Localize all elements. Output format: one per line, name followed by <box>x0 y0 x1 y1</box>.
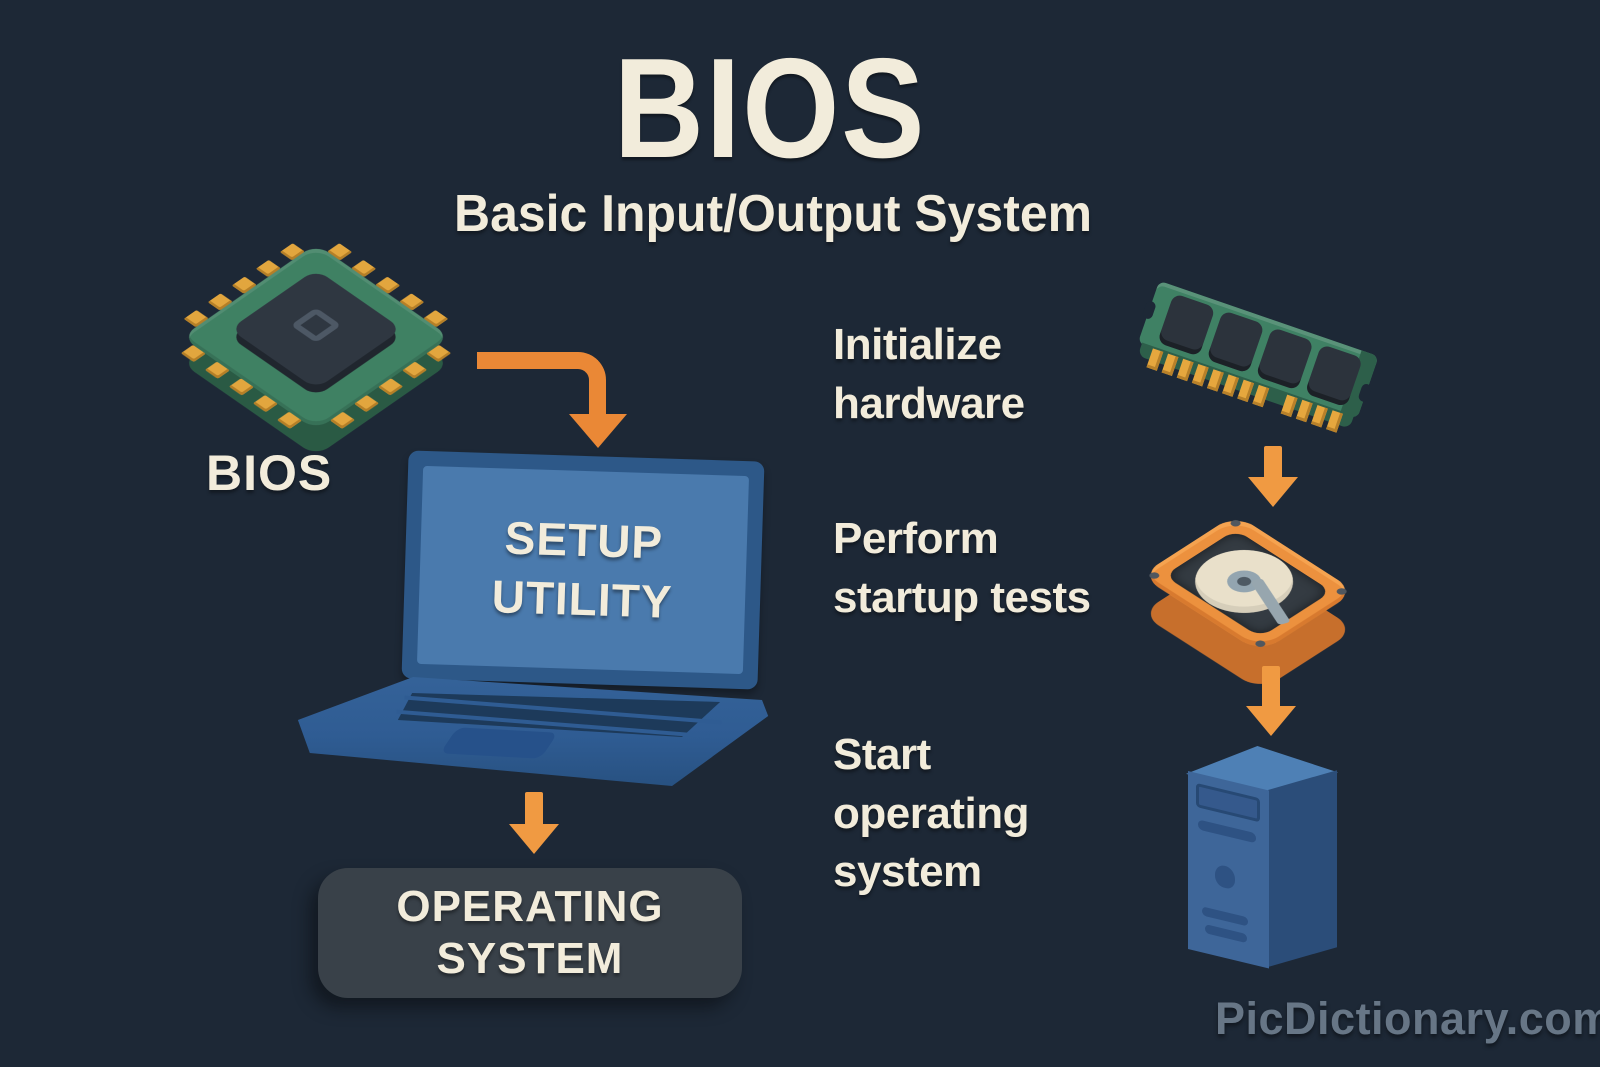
arrow-down-icon <box>525 792 543 826</box>
chip-pin <box>279 243 305 261</box>
chip-pin <box>351 259 377 278</box>
laptop-screen: SETUP UTILITY <box>416 465 750 675</box>
bios-chip-label: BIOS <box>206 445 333 501</box>
step-label-perform-startup-tests: Perform startup tests <box>833 514 1091 622</box>
chip-top-face <box>180 243 452 431</box>
chip-pin <box>375 276 401 294</box>
chip-pin <box>327 243 353 261</box>
chip-pin <box>231 276 257 294</box>
hdd-screw <box>1147 571 1162 581</box>
laptop-trackpad <box>439 727 559 759</box>
step-label-start-operating-system: Start operating system <box>833 730 1029 897</box>
tower-front-face <box>1188 771 1269 969</box>
chip-pin <box>207 293 233 311</box>
chip-pin <box>183 309 209 328</box>
chip-pin <box>399 293 425 311</box>
operating-system-text: OPERATING SYSTEM <box>396 882 664 983</box>
curved-arrow-head <box>569 414 627 448</box>
hdd-screw <box>1334 586 1349 596</box>
tower-drive-bay <box>1196 782 1260 823</box>
curved-arrow-icon <box>477 352 606 416</box>
tower-vent-bar <box>1202 906 1248 927</box>
hdd-screw <box>1228 518 1243 528</box>
watermark: PicDictionary.com <box>1215 993 1600 1044</box>
page-subtitle: Basic Input/Output System <box>454 185 1092 243</box>
page-title: BIOS <box>613 29 927 188</box>
tower-side-face <box>1268 770 1337 967</box>
laptop-icon: SETUP UTILITY <box>401 450 765 690</box>
chip-die <box>229 269 403 390</box>
tower-power-button <box>1215 863 1235 891</box>
setup-utility-text: SETUP UTILITY <box>490 511 674 628</box>
chip-pin <box>255 259 281 278</box>
ram-module-icon <box>1129 280 1379 444</box>
arrow-down-head <box>1246 706 1296 736</box>
arrow-down-icon <box>1262 666 1280 708</box>
operating-system-box: OPERATING SYSTEM <box>318 868 742 998</box>
arrow-down-head <box>509 824 559 854</box>
tower-vent-bar <box>1198 819 1256 844</box>
tower-vent-bar <box>1205 924 1247 944</box>
arrow-down-icon <box>1264 446 1282 479</box>
bios-chip-icon <box>180 242 452 457</box>
hard-drive-icon <box>1115 500 1385 691</box>
step-label-initialize-hardware: Initialize hardware <box>833 320 1025 428</box>
chip-pin <box>423 309 449 328</box>
chip-center-glyph <box>290 307 342 343</box>
arrow-down-head <box>1248 477 1298 507</box>
